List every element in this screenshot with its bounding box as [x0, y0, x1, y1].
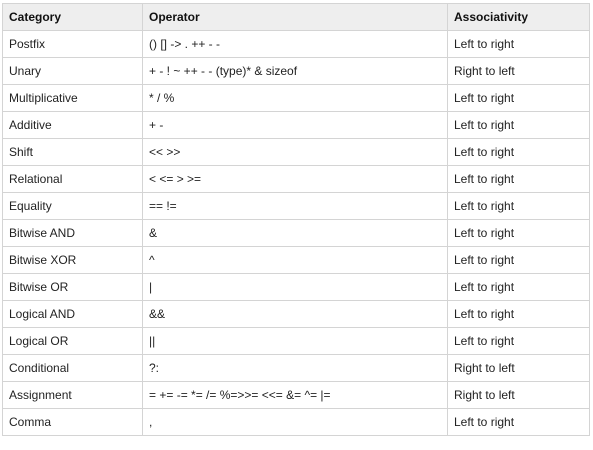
category-cell: Postfix — [2, 30, 143, 58]
operator-cell: ^ — [142, 246, 448, 274]
operator-cell: | — [142, 273, 448, 301]
operator-cell: < <= > >= — [142, 165, 448, 193]
category-cell: Multiplicative — [2, 84, 143, 112]
table-body: Postfix () [] -> . ++ - - Left to right … — [2, 30, 590, 436]
associativity-cell: Left to right — [447, 246, 590, 274]
category-cell: Bitwise AND — [2, 219, 143, 247]
category-cell: Unary — [2, 57, 143, 85]
associativity-cell: Left to right — [447, 300, 590, 328]
header-category: Category — [2, 3, 143, 31]
associativity-cell: Left to right — [447, 273, 590, 301]
operator-cell: == != — [142, 192, 448, 220]
associativity-cell: Left to right — [447, 84, 590, 112]
category-cell: Additive — [2, 111, 143, 139]
operator-cell: () [] -> . ++ - - — [142, 30, 448, 58]
associativity-cell: Right to left — [447, 57, 590, 85]
header-operator: Operator — [142, 3, 448, 31]
table-row: Logical OR || Left to right — [2, 327, 590, 355]
category-cell: Conditional — [2, 354, 143, 382]
associativity-cell: Left to right — [447, 219, 590, 247]
category-cell: Logical AND — [2, 300, 143, 328]
operator-cell: + - ! ~ ++ - - (type)* & sizeof — [142, 57, 448, 85]
table-row: Shift << >> Left to right — [2, 138, 590, 166]
category-cell: Assignment — [2, 381, 143, 409]
table-row: Additive + - Left to right — [2, 111, 590, 139]
operator-cell: & — [142, 219, 448, 247]
category-cell: Shift — [2, 138, 143, 166]
associativity-cell: Left to right — [447, 138, 590, 166]
operator-cell: || — [142, 327, 448, 355]
table-row: Comma , Left to right — [2, 408, 590, 436]
table-row: Conditional ?: Right to left — [2, 354, 590, 382]
table-row: Multiplicative * / % Left to right — [2, 84, 590, 112]
table-row: Assignment = += -= *= /= %=>>= <<= &= ^=… — [2, 381, 590, 409]
header-associativity: Associativity — [447, 3, 590, 31]
table-row: Equality == != Left to right — [2, 192, 590, 220]
category-cell: Equality — [2, 192, 143, 220]
category-cell: Bitwise OR — [2, 273, 143, 301]
operator-precedence-table: Category Operator Associativity Postfix … — [2, 3, 590, 436]
associativity-cell: Right to left — [447, 354, 590, 382]
operator-cell: + - — [142, 111, 448, 139]
header-row: Category Operator Associativity — [2, 3, 590, 31]
associativity-cell: Left to right — [447, 111, 590, 139]
associativity-cell: Left to right — [447, 327, 590, 355]
table-row: Relational < <= > >= Left to right — [2, 165, 590, 193]
operator-cell: ?: — [142, 354, 448, 382]
operator-cell: , — [142, 408, 448, 436]
operator-cell: * / % — [142, 84, 448, 112]
associativity-cell: Left to right — [447, 30, 590, 58]
table-row: Bitwise XOR ^ Left to right — [2, 246, 590, 274]
category-cell: Comma — [2, 408, 143, 436]
table-row: Bitwise AND & Left to right — [2, 219, 590, 247]
category-cell: Logical OR — [2, 327, 143, 355]
category-cell: Relational — [2, 165, 143, 193]
operator-cell: << >> — [142, 138, 448, 166]
table-row: Unary + - ! ~ ++ - - (type)* & sizeof Ri… — [2, 57, 590, 85]
table-row: Logical AND && Left to right — [2, 300, 590, 328]
table-row: Bitwise OR | Left to right — [2, 273, 590, 301]
associativity-cell: Left to right — [447, 408, 590, 436]
category-cell: Bitwise XOR — [2, 246, 143, 274]
associativity-cell: Left to right — [447, 165, 590, 193]
operator-cell: = += -= *= /= %=>>= <<= &= ^= |= — [142, 381, 448, 409]
table-header: Category Operator Associativity — [2, 3, 590, 31]
table-row: Postfix () [] -> . ++ - - Left to right — [2, 30, 590, 58]
operator-cell: && — [142, 300, 448, 328]
associativity-cell: Right to left — [447, 381, 590, 409]
associativity-cell: Left to right — [447, 192, 590, 220]
